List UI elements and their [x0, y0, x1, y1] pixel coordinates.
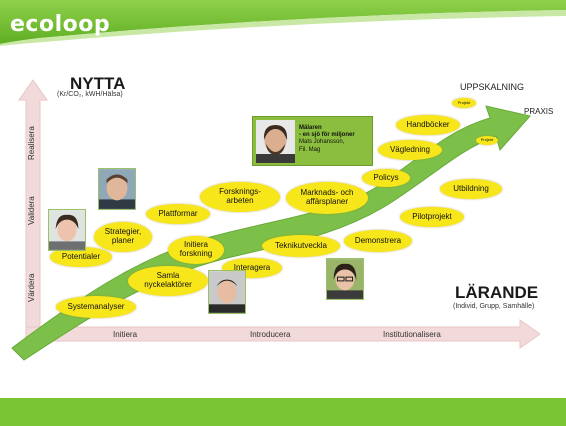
quote-box-malaren: Mälaren - en sjö för miljoner Mats Johan… — [252, 116, 373, 166]
quote-name: Mats Johansson, — [299, 139, 345, 146]
y-axis-arrow — [18, 79, 48, 341]
portrait-photo-4 — [326, 258, 364, 300]
quote-subtitle: - en sjö för miljoner — [299, 132, 355, 139]
bubble-teknikutveckla: Teknikutveckla — [262, 235, 340, 257]
quote-portrait-photo — [256, 120, 295, 163]
brand-logo: ecoloop — [10, 12, 111, 37]
xaxis-stage-introducera: Introducera — [250, 330, 291, 339]
arrow-label-uppskalning: UPPSKALNING — [460, 82, 525, 92]
bubble-projekt-2: Projekt — [476, 136, 498, 145]
bubble-forskningsarbeten: Forsknings- arbeten — [200, 182, 280, 212]
bubble-marknads-och-affarsplaner: Marknads- och affärsplaner — [286, 182, 368, 214]
x-axis-arrow — [25, 319, 541, 349]
yaxis-subtitle: (Kr/CO₂, kWH/Hälsa) — [57, 91, 123, 98]
xaxis-stage-institutionalisera: Institutionalisera — [383, 330, 441, 339]
yaxis-title: NYTTA — [70, 74, 126, 93]
yaxis-level-realisera: Realisera — [27, 126, 36, 160]
xaxis-title: LÄRANDE — [455, 283, 539, 302]
bubble-handbocker: Handböcker — [396, 115, 460, 135]
bubble-utbildning: Utbildning — [440, 179, 502, 199]
bubble-demonstrera: Demonstrera — [344, 230, 412, 252]
yaxis-level-validera: Validera — [27, 196, 36, 225]
xaxis-subtitle: (Individ, Grupp, Samhälle) — [453, 303, 535, 310]
quote-role: Fil. Mag — [299, 146, 321, 153]
header-bar — [0, 0, 566, 46]
bubble-plattformar: Plattformar — [146, 204, 210, 224]
growth-arrow — [11, 105, 531, 361]
xaxis-stage-initiera: Initiera — [113, 330, 138, 339]
quote-text: Mälaren - en sjö för miljoner Mats Johan… — [299, 125, 355, 154]
bubble-samla-nyckelaktorer: Samla nyckelaktörer — [128, 266, 208, 296]
bubble-initiera-forskning: Initiera forskning — [168, 236, 224, 264]
bubble-projekt-1: Projekt — [452, 98, 476, 108]
portrait-photo-3 — [208, 270, 246, 314]
portrait-photo-1 — [98, 168, 136, 210]
bubble-vagledning: Vägledning — [378, 140, 442, 160]
bubble-pilotprojekt: Pilotprojekt — [400, 207, 464, 227]
quote-title: Mälaren — [299, 125, 322, 131]
arrow-label-praxis: PRAXIS — [524, 107, 554, 116]
bubble-strategier-planer: Strategier, planer — [94, 222, 152, 252]
bubble-systemanalyser: Systemanalyser — [56, 296, 136, 318]
bubble-policys: Policys — [362, 169, 410, 187]
portrait-photo-2 — [48, 209, 86, 251]
bubble-potentialer: Potentialer — [50, 247, 112, 267]
yaxis-level-vardera: Värdera — [27, 273, 36, 302]
footer-bar — [0, 398, 566, 426]
